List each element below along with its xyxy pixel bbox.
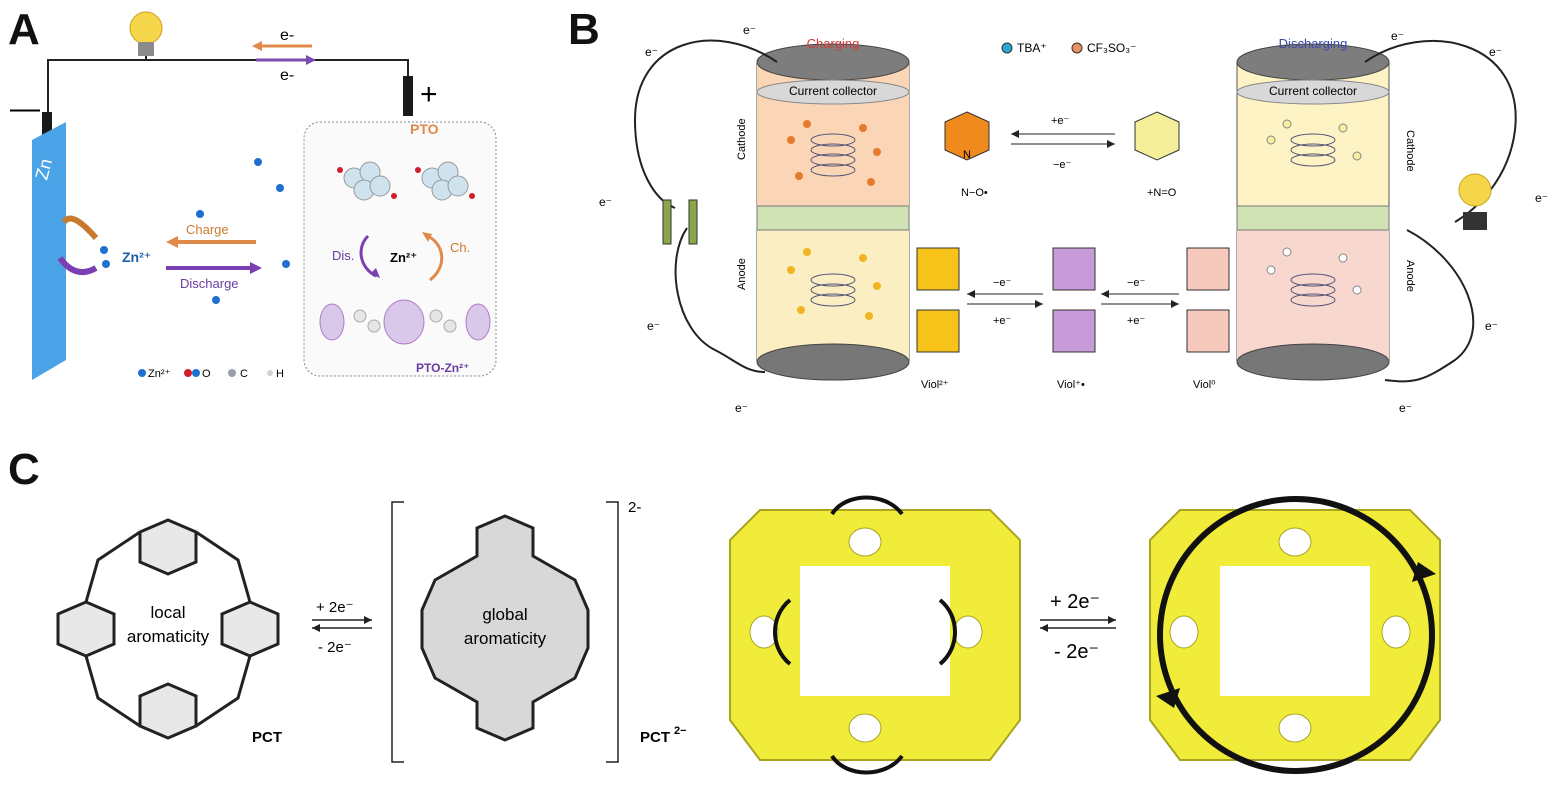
panel-c: local aromaticity PCT + 2e⁻ - 2e⁻ 2- glo…	[56, 495, 1441, 775]
electron-b3: e⁻	[599, 195, 612, 209]
viol-plus-e-1: +e⁻	[993, 315, 1012, 327]
legend-c: C	[240, 368, 248, 380]
electron-b10: e⁻	[1399, 401, 1412, 415]
panel-label-c: C	[8, 445, 40, 494]
charge-label: Charge	[186, 222, 229, 237]
viol0-label: Viol⁰	[1193, 379, 1216, 391]
plus-sign: +	[420, 78, 438, 111]
discharging-cylinder: Current collector Discharging Cathode An…	[1236, 36, 1416, 381]
panel-a: e- e- — + Zn Zn²⁺ Charge Discharge PTO D…	[10, 11, 497, 380]
cf3so3-label: CF₃SO₃⁻	[1087, 41, 1136, 55]
legend-a: Zn²⁺ O C H	[138, 368, 284, 380]
tempo-n: N	[963, 149, 971, 161]
light-bulb-icon	[129, 11, 163, 60]
tempo-plus-e: +e⁻	[1051, 115, 1070, 127]
no-radical: N−O•	[961, 187, 988, 199]
viol-minus-e-2: −e⁻	[1127, 277, 1146, 289]
legend-o: O	[202, 368, 211, 380]
acid-plot-global	[1149, 496, 1441, 774]
cathode-label-right: Cathode	[1404, 130, 1416, 172]
panel-label-b: B	[568, 5, 600, 54]
anode-label-left: Anode	[736, 258, 748, 290]
pto-zn-label: PTO-Zn²⁺	[416, 361, 469, 375]
current-collector-left: Current collector	[789, 84, 877, 98]
electron-b6: e⁻	[1391, 29, 1404, 43]
charging-cylinder: Current collector Charging Cathode Anode	[736, 36, 910, 381]
cathode-label-left: Cathode	[736, 118, 748, 160]
pct2-superscript: 2−	[674, 725, 687, 737]
discharging-label: Discharging	[1279, 36, 1348, 51]
electron-b2: e⁻	[645, 45, 658, 59]
electron-label-bottom: e-	[280, 67, 294, 84]
global-text: global	[482, 605, 527, 624]
acid-plot-local	[729, 495, 1021, 775]
minus-sign: —	[10, 92, 40, 125]
pto-label: PTO	[410, 121, 439, 137]
light-bulb-icon	[1458, 173, 1492, 230]
tempo-minus-e: −e⁻	[1053, 159, 1072, 171]
charging-label: Charging	[807, 36, 860, 51]
electron-b5: e⁻	[735, 401, 748, 415]
zn-electrode	[32, 122, 66, 380]
current-collector-right: Current collector	[1269, 84, 1357, 98]
viol-plus-e-2: +e⁻	[1127, 315, 1146, 327]
dis-label: Dis.	[332, 248, 354, 263]
electron-b7: e⁻	[1489, 45, 1502, 59]
zn-ion-label: Zn²⁺	[122, 249, 151, 265]
pct2-label: PCT	[640, 729, 670, 746]
tba-label: TBA⁺	[1017, 41, 1047, 55]
electron-b9: e⁻	[1485, 319, 1498, 333]
pct-label: PCT	[252, 729, 282, 746]
legend-h: H	[276, 368, 284, 380]
plus-2e-right: + 2e⁻	[1050, 591, 1100, 613]
discharge-label: Discharge	[180, 276, 239, 291]
electron-b4: e⁻	[647, 319, 660, 333]
local-text: local	[151, 603, 186, 622]
electron-label-top: e-	[280, 27, 294, 44]
no-cation: +N=O	[1147, 187, 1177, 199]
plus-2e-left: + 2e⁻	[316, 599, 354, 616]
center-zn-ion: Zn²⁺	[390, 250, 417, 265]
viol1-label: Viol⁺•	[1057, 379, 1085, 391]
panel-label-a: A	[8, 5, 40, 54]
charge-superscript: 2-	[628, 499, 641, 516]
pct2-structure	[420, 514, 590, 742]
aromaticity-text-2: aromaticity	[464, 629, 547, 648]
viol-minus-e-1: −e⁻	[993, 277, 1012, 289]
legend-zn: Zn²⁺	[148, 368, 171, 380]
minus-2e-left: - 2e⁻	[318, 639, 352, 656]
electron-b1: e⁻	[743, 23, 756, 37]
anode-label-right: Anode	[1404, 260, 1416, 292]
panel-b: Current collector Charging Cathode Anode…	[599, 23, 1548, 415]
electron-b8: e⁻	[1535, 191, 1548, 205]
minus-2e-right: - 2e⁻	[1054, 641, 1099, 663]
viol2-label: Viol²⁺	[921, 379, 949, 391]
ch-label: Ch.	[450, 240, 470, 255]
pct-structure	[56, 518, 280, 740]
aromaticity-text: aromaticity	[127, 627, 210, 646]
